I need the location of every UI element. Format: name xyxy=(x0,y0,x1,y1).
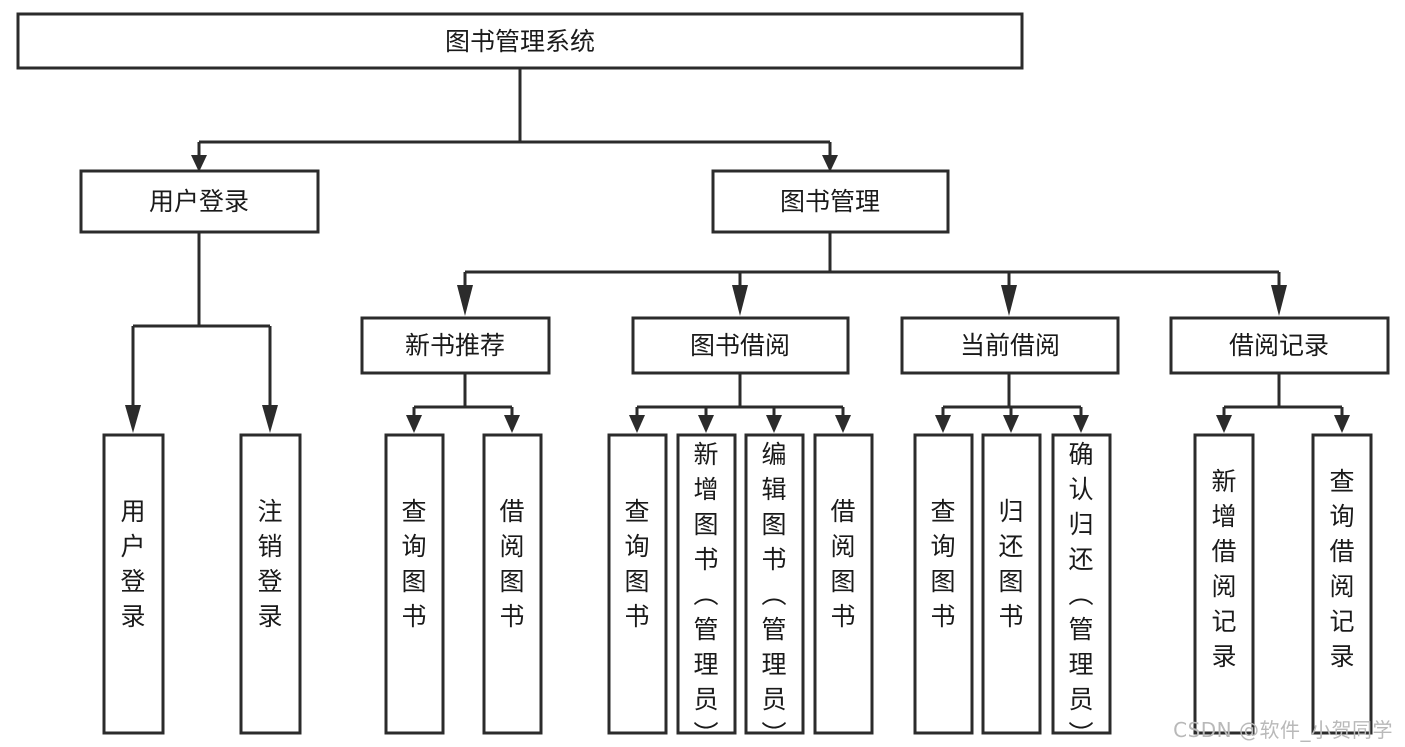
node-leaf-confirm-return[interactable]: 确认归还︵管理员︶ xyxy=(1051,433,1112,747)
node-leaf-logout-login[interactable]: 注销登录 xyxy=(239,433,302,735)
node-book-borrow[interactable]: 图书借阅 xyxy=(631,316,850,375)
leaf-logout-login-box[interactable] xyxy=(239,433,302,735)
node-leaf-user-login[interactable]: 用户登录 xyxy=(102,433,165,735)
arrow-head-leaf-confirm-return xyxy=(1073,415,1089,433)
leaf-borrow-book-1-label: 借阅图书 xyxy=(499,497,524,631)
connector-layer xyxy=(125,68,1350,433)
node-leaf-add-book[interactable]: 新增图书︵管理员︶ xyxy=(676,433,737,747)
node-leaf-query-book-1[interactable]: 查询图书 xyxy=(384,433,445,735)
new-book-recommend-box[interactable] xyxy=(360,316,551,375)
book-manage-label: 图书管理 xyxy=(780,187,880,216)
arrow-head-leaf-query-book-3 xyxy=(935,415,951,433)
node-user-login[interactable]: 用户登录 xyxy=(79,169,320,234)
arrow-head-leaf-user-login xyxy=(125,405,141,433)
arrow-head-leaf-query-book-1 xyxy=(406,415,422,433)
leaf-query-book-2-label: 查询图书 xyxy=(624,497,649,631)
book-borrow-label: 图书借阅 xyxy=(690,331,790,360)
user-login-box[interactable] xyxy=(79,169,320,234)
arrow-head-book-manage xyxy=(822,155,838,172)
arrow-head-leaf-add-book xyxy=(698,415,714,433)
root-box[interactable] xyxy=(16,12,1024,70)
node-current-borrow[interactable]: 当前借阅 xyxy=(900,316,1120,375)
arrow-head-leaf-edit-book xyxy=(766,415,782,433)
leaf-query-book-1-label: 查询图书 xyxy=(401,497,426,631)
node-leaf-borrow-book-2[interactable]: 借阅图书 xyxy=(813,433,874,735)
arrow-head-current-borrow xyxy=(1001,285,1017,316)
leaf-edit-book-box[interactable] xyxy=(744,433,805,735)
current-borrow-label: 当前借阅 xyxy=(960,331,1060,360)
arrow-head-book-borrow xyxy=(732,285,748,316)
node-leaf-query-record[interactable]: 查询借阅记录 xyxy=(1311,433,1373,735)
node-leaf-borrow-book-1[interactable]: 借阅图书 xyxy=(482,433,543,735)
leaf-query-record-label: 查询借阅记录 xyxy=(1329,467,1354,671)
leaf-add-record-label: 新增借阅记录 xyxy=(1211,467,1236,671)
leaf-borrow-book-2-box[interactable] xyxy=(813,433,874,735)
borrow-record-box[interactable] xyxy=(1169,316,1390,375)
node-leaf-return-book[interactable]: 归还图书 xyxy=(981,433,1042,735)
root-label: 图书管理系统 xyxy=(445,27,595,56)
arrow-head-borrow-record xyxy=(1271,285,1287,316)
current-borrow-box[interactable] xyxy=(900,316,1120,375)
leaf-logout-login-label: 注销登录 xyxy=(257,497,282,631)
arrow-head-leaf-query-record xyxy=(1334,415,1350,433)
leaf-query-book-3-label: 查询图书 xyxy=(930,497,955,631)
leaf-borrow-book-1-box[interactable] xyxy=(482,433,543,735)
leaf-borrow-book-2-label: 借阅图书 xyxy=(830,497,855,631)
arrow-head-leaf-logout-login xyxy=(262,405,278,433)
arrow-head-leaf-return-book xyxy=(1003,415,1019,433)
arrow-head-leaf-add-record xyxy=(1216,415,1232,433)
leaf-query-record-box[interactable] xyxy=(1311,433,1373,735)
node-leaf-add-record[interactable]: 新增借阅记录 xyxy=(1193,433,1255,735)
leaf-query-book-1-box[interactable] xyxy=(384,433,445,735)
leaf-edit-book-label: 编辑图书︵管理员︶ xyxy=(761,440,786,747)
leaf-add-book-box[interactable] xyxy=(676,433,737,735)
leaf-query-book-3-box[interactable] xyxy=(913,433,974,735)
node-leaf-query-book-3[interactable]: 查询图书 xyxy=(913,433,974,735)
user-login-label: 用户登录 xyxy=(149,187,249,216)
arrow-head-user-login xyxy=(191,155,207,172)
node-borrow-record[interactable]: 借阅记录 xyxy=(1169,316,1390,375)
leaf-add-record-box[interactable] xyxy=(1193,433,1255,735)
leaf-confirm-return-label: 确认归还︵管理员︶ xyxy=(1068,440,1093,747)
arrow-head-leaf-borrow-book-2 xyxy=(835,415,851,433)
arrow-head-new-book-recommend xyxy=(457,285,473,316)
book-manage-box[interactable] xyxy=(711,169,950,234)
leaf-query-book-2-box[interactable] xyxy=(607,433,668,735)
node-leaf-query-book-2[interactable]: 查询图书 xyxy=(607,433,668,735)
node-root-system[interactable]: 图书管理系统 xyxy=(16,12,1024,70)
node-book-manage[interactable]: 图书管理 xyxy=(711,169,950,234)
book-borrow-box[interactable] xyxy=(631,316,850,375)
arrow-head-leaf-query-book-2 xyxy=(629,415,645,433)
leaf-return-book-label: 归还图书 xyxy=(998,497,1023,631)
watermark-text: CSDN @软件_小贺同学 xyxy=(1173,718,1393,742)
leaf-user-login-box[interactable] xyxy=(102,433,165,735)
node-leaf-edit-book[interactable]: 编辑图书︵管理员︶ xyxy=(744,433,805,747)
leaf-confirm-return-box[interactable] xyxy=(1051,433,1112,735)
leaf-add-book-label: 新增图书︵管理员︶ xyxy=(693,440,718,747)
arrow-head-leaf-borrow-book-1 xyxy=(504,415,520,433)
new-book-recommend-label: 新书推荐 xyxy=(405,331,505,360)
node-new-book-recommend[interactable]: 新书推荐 xyxy=(360,316,551,375)
borrow-record-label: 借阅记录 xyxy=(1229,331,1329,360)
leaf-return-book-box[interactable] xyxy=(981,433,1042,735)
leaf-user-login-label: 用户登录 xyxy=(120,497,145,631)
